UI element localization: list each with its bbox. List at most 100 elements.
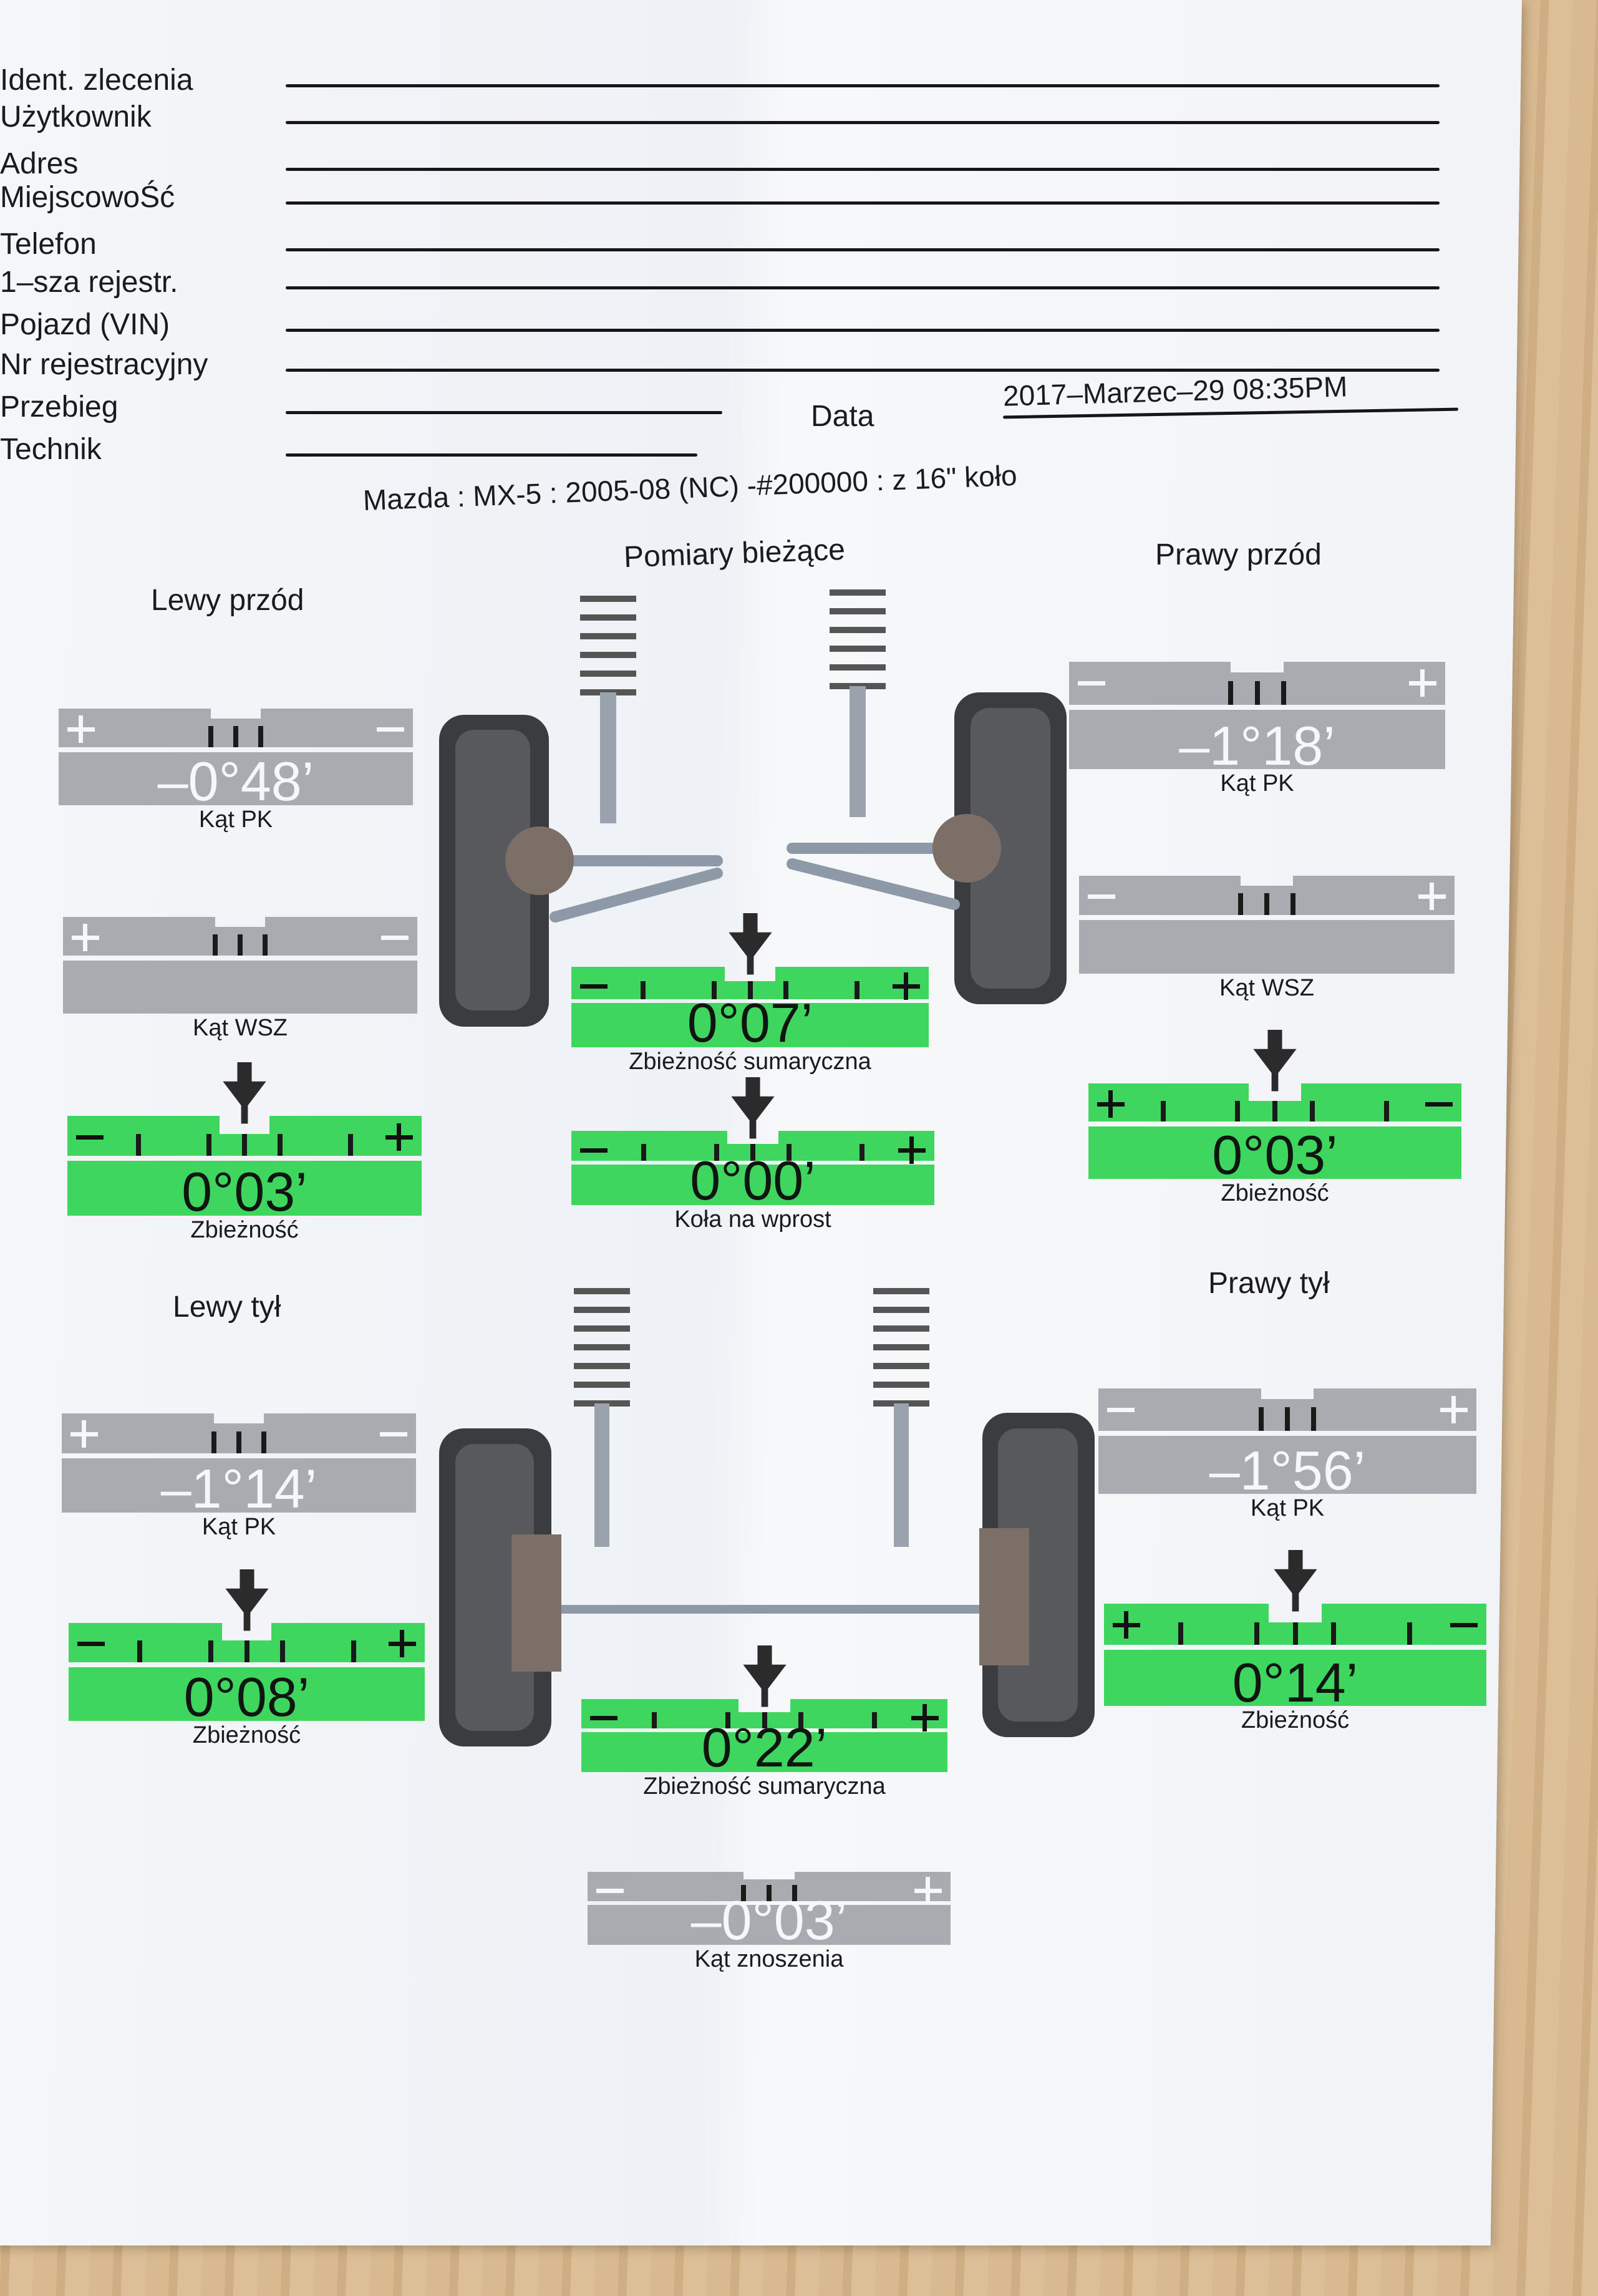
section-right-rear: Prawy tył — [1208, 1267, 1330, 1300]
gauge-scale — [1079, 876, 1455, 915]
minus-icon — [590, 1704, 617, 1732]
scale-tick — [242, 1133, 247, 1156]
scale-tick — [1254, 681, 1260, 705]
left-front-toe-gauge: 0°03’ — [67, 1116, 422, 1223]
field-label: Technik — [0, 433, 102, 466]
scale-tick — [1384, 1100, 1390, 1122]
gauge-scale — [1104, 1604, 1486, 1645]
field-input-line[interactable] — [286, 121, 1440, 124]
field-input-line[interactable] — [286, 201, 1440, 205]
scale-tick — [798, 1712, 804, 1728]
field-input-line[interactable] — [286, 286, 1440, 289]
scale-tick — [859, 1144, 864, 1161]
scale-tick — [261, 1431, 266, 1453]
gauge-label: Kąt PK — [1250, 1495, 1325, 1521]
plus-icon — [898, 1136, 926, 1164]
scale-tick — [1254, 1622, 1260, 1645]
sign-bar — [400, 1630, 404, 1658]
gauge-scale — [1069, 662, 1445, 705]
plus-icon — [385, 1123, 413, 1151]
minus-icon — [1078, 669, 1105, 697]
sign-bar — [83, 924, 87, 952]
field-label: Adres — [0, 147, 79, 180]
gauge-label: Kąt PK — [1220, 770, 1294, 797]
scale-tick — [238, 934, 243, 956]
right-drum-icon — [979, 1528, 1029, 1665]
gauge-label: Koła na wprost — [674, 1206, 831, 1233]
gauge-label: Zbieżność — [1241, 1707, 1350, 1733]
scale-tick — [747, 981, 753, 999]
minus-icon — [1107, 1396, 1135, 1423]
field-input-line[interactable] — [286, 248, 1440, 251]
right-front-caster-gauge — [1079, 876, 1455, 974]
straight-ahead-gauge: 0°00’ — [571, 1131, 934, 1208]
minus-icon — [1088, 883, 1115, 910]
front-total-toe-gauge: 0°07’ — [571, 967, 929, 1050]
field-input-line[interactable] — [286, 411, 722, 414]
plus-icon — [67, 715, 95, 744]
sign-bar — [596, 1889, 624, 1894]
scale-tick — [855, 981, 860, 999]
gauge-readout — [571, 1164, 934, 1205]
scale-tick — [1228, 681, 1234, 705]
gauge-label: Kąt WSZ — [192, 1015, 288, 1041]
plus-icon — [911, 1704, 939, 1732]
gauge-scale — [1088, 1083, 1461, 1122]
rear-suspension-illustration — [439, 1288, 1095, 1746]
scale-tick — [1292, 1622, 1298, 1645]
gauge-scale — [581, 1699, 947, 1732]
scale-tick — [236, 1431, 241, 1453]
scale-tick — [351, 1640, 356, 1662]
right-front-camber-gauge: –1°18’ — [1069, 662, 1445, 773]
field-label: Użytkownik — [0, 100, 152, 133]
section-right-front: Prawy przód — [1155, 538, 1322, 571]
field-input-line[interactable] — [286, 168, 1440, 171]
scale-tick — [208, 1640, 214, 1662]
sign-bar — [1430, 883, 1434, 911]
scale-tick — [783, 981, 788, 999]
sign-bar — [909, 1136, 914, 1164]
gauge-value: –0°03’ — [690, 1889, 848, 1951]
sign-bar — [1108, 1090, 1113, 1118]
field-label: 1–sza rejestr. — [0, 266, 178, 299]
scale-tick — [787, 1144, 792, 1161]
scale-tick — [137, 1640, 143, 1662]
scale-tick — [208, 725, 214, 747]
sign-bar — [926, 1877, 930, 1905]
field-input-line[interactable] — [286, 329, 1440, 332]
left-rear-spring-icon — [574, 1288, 630, 1547]
gauge-scale — [67, 1116, 422, 1156]
field-label: Telefon — [0, 228, 97, 261]
field-input-line[interactable] — [286, 84, 1440, 87]
scale-tick — [258, 725, 263, 747]
gauge-readout — [581, 1732, 947, 1772]
gauge-label: Kąt znoszenia — [694, 1946, 844, 1972]
date-label: Data — [811, 400, 874, 433]
gauge-readout — [1079, 919, 1455, 974]
gauge-value: 0°14’ — [1232, 1651, 1358, 1713]
scale-tick — [750, 1144, 755, 1161]
gauge-readout — [1088, 1126, 1461, 1179]
scale-tick — [1272, 1100, 1277, 1122]
right-brake-disc-icon — [932, 814, 1001, 883]
scale-tick — [135, 1133, 141, 1156]
gauge-value: 0°08’ — [183, 1666, 310, 1728]
field-input-line[interactable] — [286, 369, 1440, 372]
gauge-readout — [1104, 1649, 1486, 1706]
left-rear-toe-gauge: 0°08’ — [69, 1623, 425, 1725]
scale-tick — [1160, 1100, 1166, 1122]
sign-bar — [380, 1432, 407, 1437]
gauge-value: 0°03’ — [182, 1161, 307, 1223]
field-input-line[interactable] — [286, 453, 697, 457]
arrow-down-icon — [728, 913, 772, 975]
arrow-down-icon — [225, 1569, 269, 1631]
gauge-readout — [588, 1904, 951, 1945]
gauge-label: Kąt WSZ — [1219, 975, 1315, 1001]
sign-bar — [377, 727, 404, 732]
sign-bar — [590, 1716, 617, 1721]
gauge-scale — [571, 967, 929, 1000]
right-rear-camber-gauge: –1°56’ — [1098, 1388, 1476, 1498]
minus-icon — [76, 1123, 104, 1151]
sign-bar — [1425, 1102, 1453, 1107]
right-rear-spring-icon — [873, 1288, 929, 1547]
